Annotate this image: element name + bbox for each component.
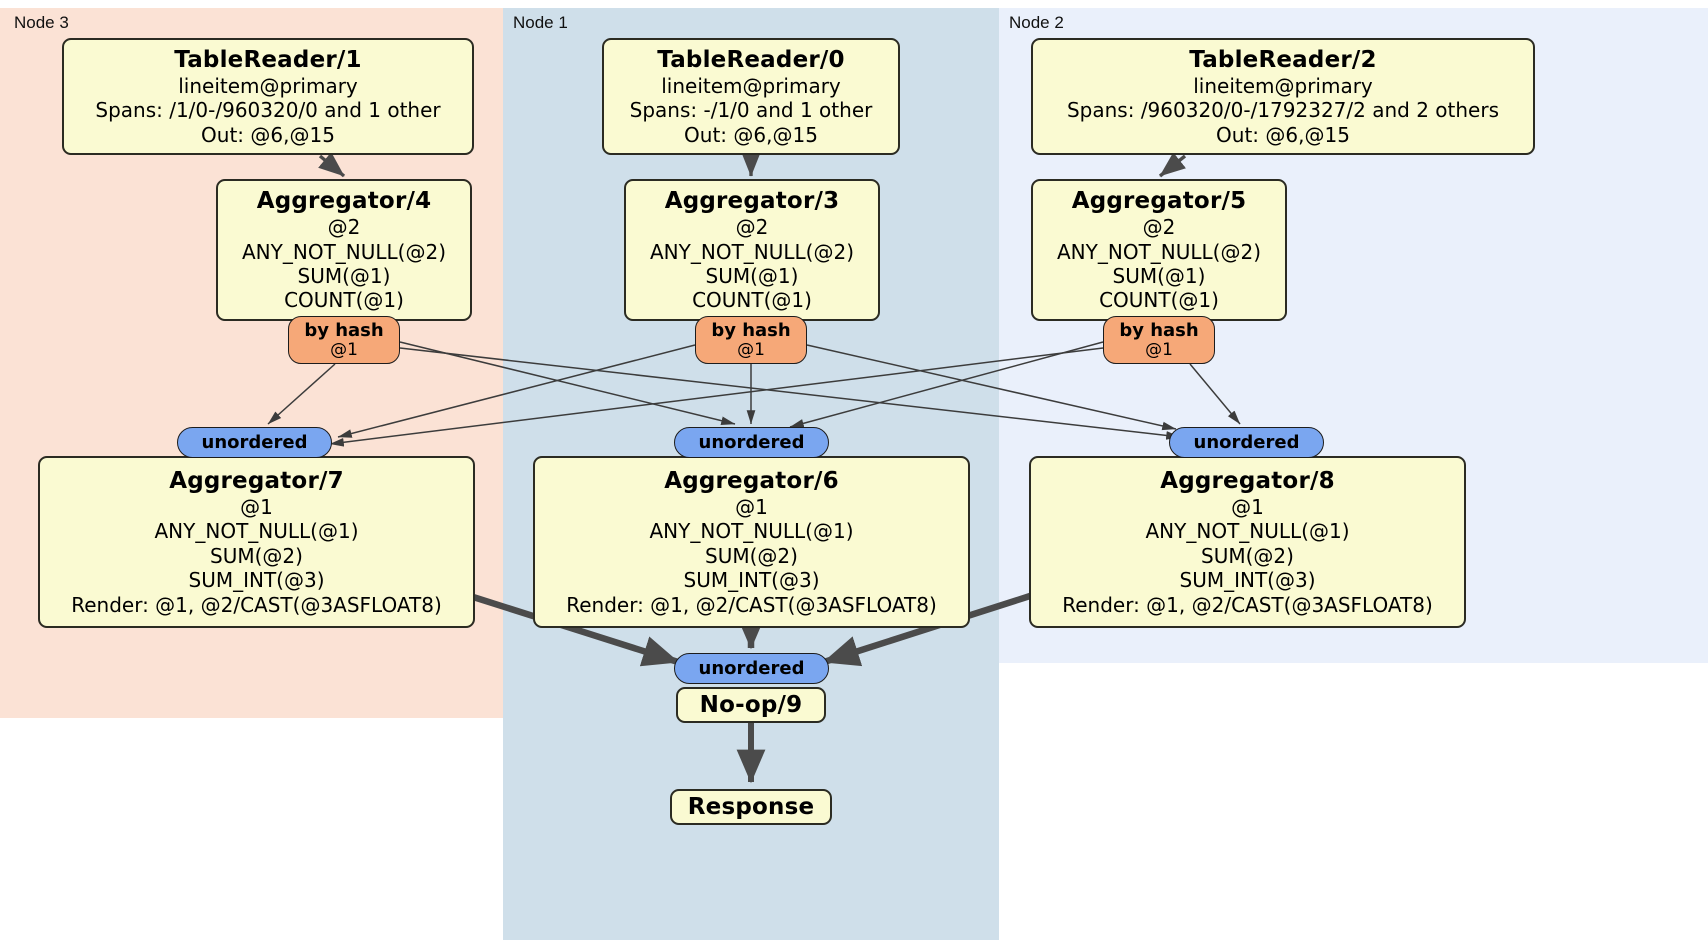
edge-hash4-unord8: [399, 347, 1181, 440]
edge-tablereader1-aggregator4: [318, 152, 346, 178]
edge-tablereader2-aggregator5: [1158, 152, 1187, 178]
processor-tablereader2[interactable]: TableReader/2 lineitem@primary Spans: /9…: [1031, 38, 1535, 155]
node-label-node1: Node 1: [513, 13, 568, 32]
synchronizer-label: unordered: [201, 431, 308, 453]
box-line: Out: @6,@15: [684, 122, 818, 147]
box-line: SUM(@1): [297, 264, 391, 289]
box-line: Render: @1, @2/CAST(@3ASFLOAT8): [566, 592, 937, 617]
box-title: Aggregator/4: [256, 188, 432, 215]
box-line: lineitem@primary: [1193, 73, 1373, 98]
processor-noop9[interactable]: No-op/9: [676, 687, 826, 723]
processor-aggregator7[interactable]: Aggregator/7 @1 ANY_NOT_NULL(@1) SUM(@2)…: [38, 456, 475, 628]
box-line: @2: [735, 215, 769, 240]
box-title: Aggregator/3: [664, 188, 840, 215]
edge-aggregator7-unord9: [469, 592, 680, 667]
box-line: COUNT(@1): [284, 288, 404, 313]
edge-hash5-unord7: [329, 347, 1104, 447]
edge-hash3-unord7: [337, 344, 696, 438]
box-line: Render: @1, @2/CAST(@3ASFLOAT8): [1062, 592, 1433, 617]
edge-hash4-unord7: [267, 363, 336, 425]
router-column: @1: [1145, 339, 1173, 360]
box-line: Spans: /1/0-/960320/0 and 1 other: [95, 98, 441, 123]
edge-hash5-unord8: [1189, 363, 1241, 425]
synchronizer-label: unordered: [698, 657, 805, 679]
box-line: ANY_NOT_NULL(@1): [1145, 519, 1350, 544]
router-column: @1: [330, 339, 358, 360]
synchronizer-unordered-aggregator6[interactable]: unordered: [674, 427, 829, 458]
box-line: SUM(@2): [705, 543, 798, 568]
router-label: by hash: [1119, 319, 1199, 341]
box-line: ANY_NOT_NULL(@2): [650, 239, 854, 264]
box-title: TableReader/2: [1189, 46, 1377, 73]
processor-tablereader0[interactable]: TableReader/0 lineitem@primary Spans: -/…: [602, 38, 900, 155]
node-label-node3: Node 3: [14, 13, 69, 32]
box-title: Aggregator/7: [169, 468, 344, 494]
box-line: Out: @6,@15: [201, 122, 335, 147]
router-label: by hash: [711, 319, 791, 341]
edge-hash3-unord8: [806, 344, 1177, 431]
box-line: SUM(@1): [705, 264, 799, 289]
box-line: @1: [240, 495, 273, 520]
box-line: @1: [1231, 495, 1264, 520]
router-by-hash-aggregator3[interactable]: by hash @1: [695, 316, 807, 364]
box-line: ANY_NOT_NULL(@2): [1057, 239, 1261, 264]
box-line: COUNT(@1): [692, 288, 812, 313]
box-line: Spans: /960320/0-/1792327/2 and 2 others: [1066, 98, 1499, 123]
processor-aggregator8[interactable]: Aggregator/8 @1 ANY_NOT_NULL(@1) SUM(@2)…: [1029, 456, 1466, 628]
node-label-node2: Node 2: [1009, 13, 1064, 32]
box-line: ANY_NOT_NULL(@1): [154, 519, 359, 544]
box-title: Aggregator/6: [664, 468, 839, 494]
box-title: No-op/9: [699, 691, 803, 718]
router-by-hash-aggregator5[interactable]: by hash @1: [1103, 316, 1215, 364]
synchronizer-unordered-noop9[interactable]: unordered: [674, 653, 829, 684]
box-line: @2: [327, 215, 361, 240]
synchronizer-unordered-aggregator7[interactable]: unordered: [177, 427, 332, 458]
box-title: TableReader/0: [657, 46, 845, 73]
synchronizer-unordered-aggregator8[interactable]: unordered: [1169, 427, 1324, 458]
edge-hash5-unord6: [789, 341, 1104, 428]
box-line: SUM_INT(@3): [1179, 568, 1316, 593]
box-title: Aggregator/5: [1071, 188, 1247, 215]
processor-aggregator4[interactable]: Aggregator/4 @2 ANY_NOT_NULL(@2) SUM(@1)…: [216, 179, 472, 321]
box-line: SUM(@2): [210, 543, 303, 568]
box-line: Spans: -/1/0 and 1 other: [629, 98, 873, 123]
processor-aggregator3[interactable]: Aggregator/3 @2 ANY_NOT_NULL(@2) SUM(@1)…: [624, 179, 880, 321]
processor-aggregator6[interactable]: Aggregator/6 @1 ANY_NOT_NULL(@1) SUM(@2)…: [533, 456, 970, 628]
edge-aggregator8-unord9: [822, 592, 1031, 667]
box-title: TableReader/1: [174, 46, 362, 73]
box-line: lineitem@primary: [178, 73, 358, 98]
box-line: SUM(@1): [1112, 264, 1206, 289]
synchronizer-label: unordered: [1193, 431, 1300, 453]
box-line: @1: [735, 495, 768, 520]
edge-hash4-unord6: [399, 341, 736, 425]
box-title: Aggregator/8: [1160, 468, 1335, 494]
box-line: lineitem@primary: [661, 73, 841, 98]
box-line: Render: @1, @2/CAST(@3ASFLOAT8): [71, 592, 442, 617]
router-column: @1: [737, 339, 765, 360]
router-label: by hash: [304, 319, 384, 341]
synchronizer-label: unordered: [698, 431, 805, 453]
box-line: Out: @6,@15: [1216, 122, 1350, 147]
box-line: @2: [1142, 215, 1176, 240]
processor-response[interactable]: Response: [670, 789, 832, 825]
processor-aggregator5[interactable]: Aggregator/5 @2 ANY_NOT_NULL(@2) SUM(@1)…: [1031, 179, 1287, 321]
box-line: ANY_NOT_NULL(@1): [649, 519, 854, 544]
box-line: SUM_INT(@3): [683, 568, 820, 593]
processor-tablereader1[interactable]: TableReader/1 lineitem@primary Spans: /1…: [62, 38, 474, 155]
box-title: Response: [687, 793, 815, 820]
box-line: SUM_INT(@3): [188, 568, 325, 593]
box-line: COUNT(@1): [1099, 288, 1219, 313]
router-by-hash-aggregator4[interactable]: by hash @1: [288, 316, 400, 364]
box-line: SUM(@2): [1201, 543, 1294, 568]
box-line: ANY_NOT_NULL(@2): [242, 239, 446, 264]
